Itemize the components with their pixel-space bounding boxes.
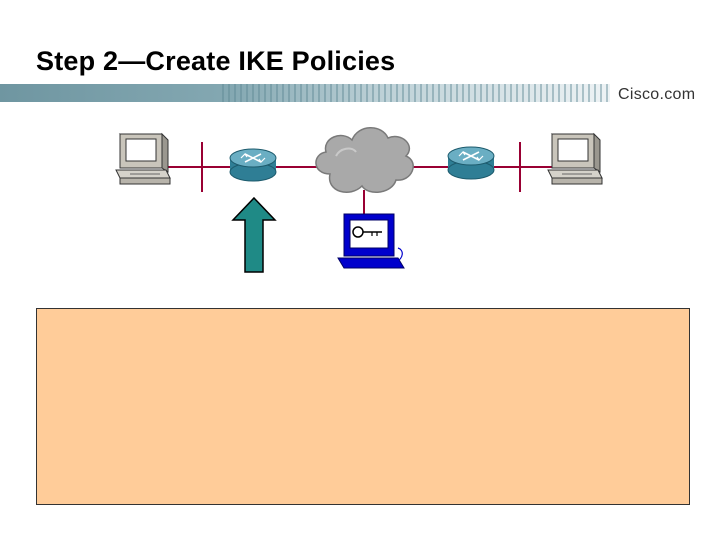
slide-title: Step 2—Create IKE Policies (36, 46, 396, 76)
network-diagram (115, 127, 603, 273)
network-links (166, 142, 552, 214)
ca-server-icon (337, 213, 405, 269)
key-icon (352, 226, 382, 238)
brand-label: Cisco.com (618, 86, 696, 103)
router-icon (447, 146, 495, 180)
header-band (0, 84, 610, 102)
notes-box (36, 308, 690, 505)
cloud-icon (315, 127, 414, 193)
router-icon (229, 148, 277, 182)
pc-icon (115, 132, 171, 185)
arrow-up-icon (231, 196, 277, 273)
pc-icon (547, 132, 603, 185)
